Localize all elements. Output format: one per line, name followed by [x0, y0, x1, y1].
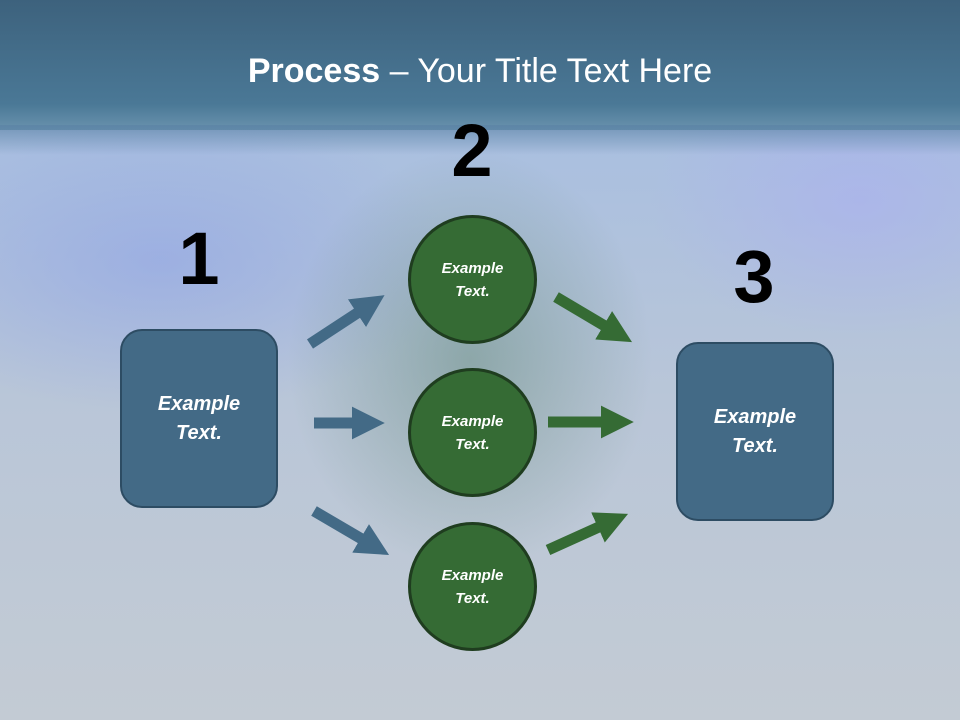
step-number-1: 1 — [178, 217, 220, 300]
slide-title[interactable]: Process – Your Title Text Here — [0, 52, 960, 91]
title-bold: Process — [247, 52, 381, 90]
arrow-1-to-2c — [311, 506, 390, 556]
arrow-1-to-2a — [306, 295, 385, 349]
title-rest: – Your Title Text Here — [380, 52, 713, 90]
arrow-2a-to-3 — [553, 292, 633, 343]
title-band — [0, 0, 960, 130]
title-band-fade — [0, 125, 960, 155]
arrow-2c-to-3 — [545, 512, 629, 556]
step-number-2: 2 — [451, 109, 493, 192]
step-number-3: 3 — [733, 235, 775, 318]
